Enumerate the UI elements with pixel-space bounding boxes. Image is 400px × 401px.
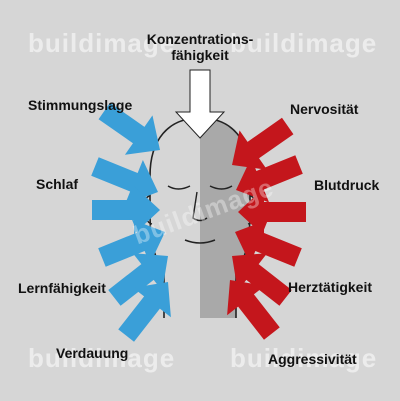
head-shadow [200,118,250,318]
top-label-line-2: fähigkeit [171,47,229,63]
label-herztaetigkeit: Herztätigkeit [288,279,373,295]
watermark-bottom-right: buildimage [230,343,378,373]
label-aggressivitaet: Aggressivität [268,351,357,367]
mouth [184,239,216,244]
watermark-bottom-left: buildimage [28,343,176,373]
watermark-top: buildimage [28,28,176,58]
top-label: Konzentrations- fähigkeit [147,31,254,63]
label-verdauung: Verdauung [56,345,129,361]
label-stimmungslage: Stimmungslage [28,97,133,113]
top-label-line-1: Konzentrations- [146,31,254,47]
left-eye [167,185,191,190]
nose [192,191,208,222]
label-blutdruck: Blutdruck [314,177,380,193]
watermark-top-right: buildimage [230,28,378,58]
label-lernfaehigkeit: Lernfähigkeit [18,280,106,296]
label-schlaf: Schlaf [36,176,79,192]
right-eye [209,185,233,190]
label-nervositaet: Nervosität [290,101,359,117]
